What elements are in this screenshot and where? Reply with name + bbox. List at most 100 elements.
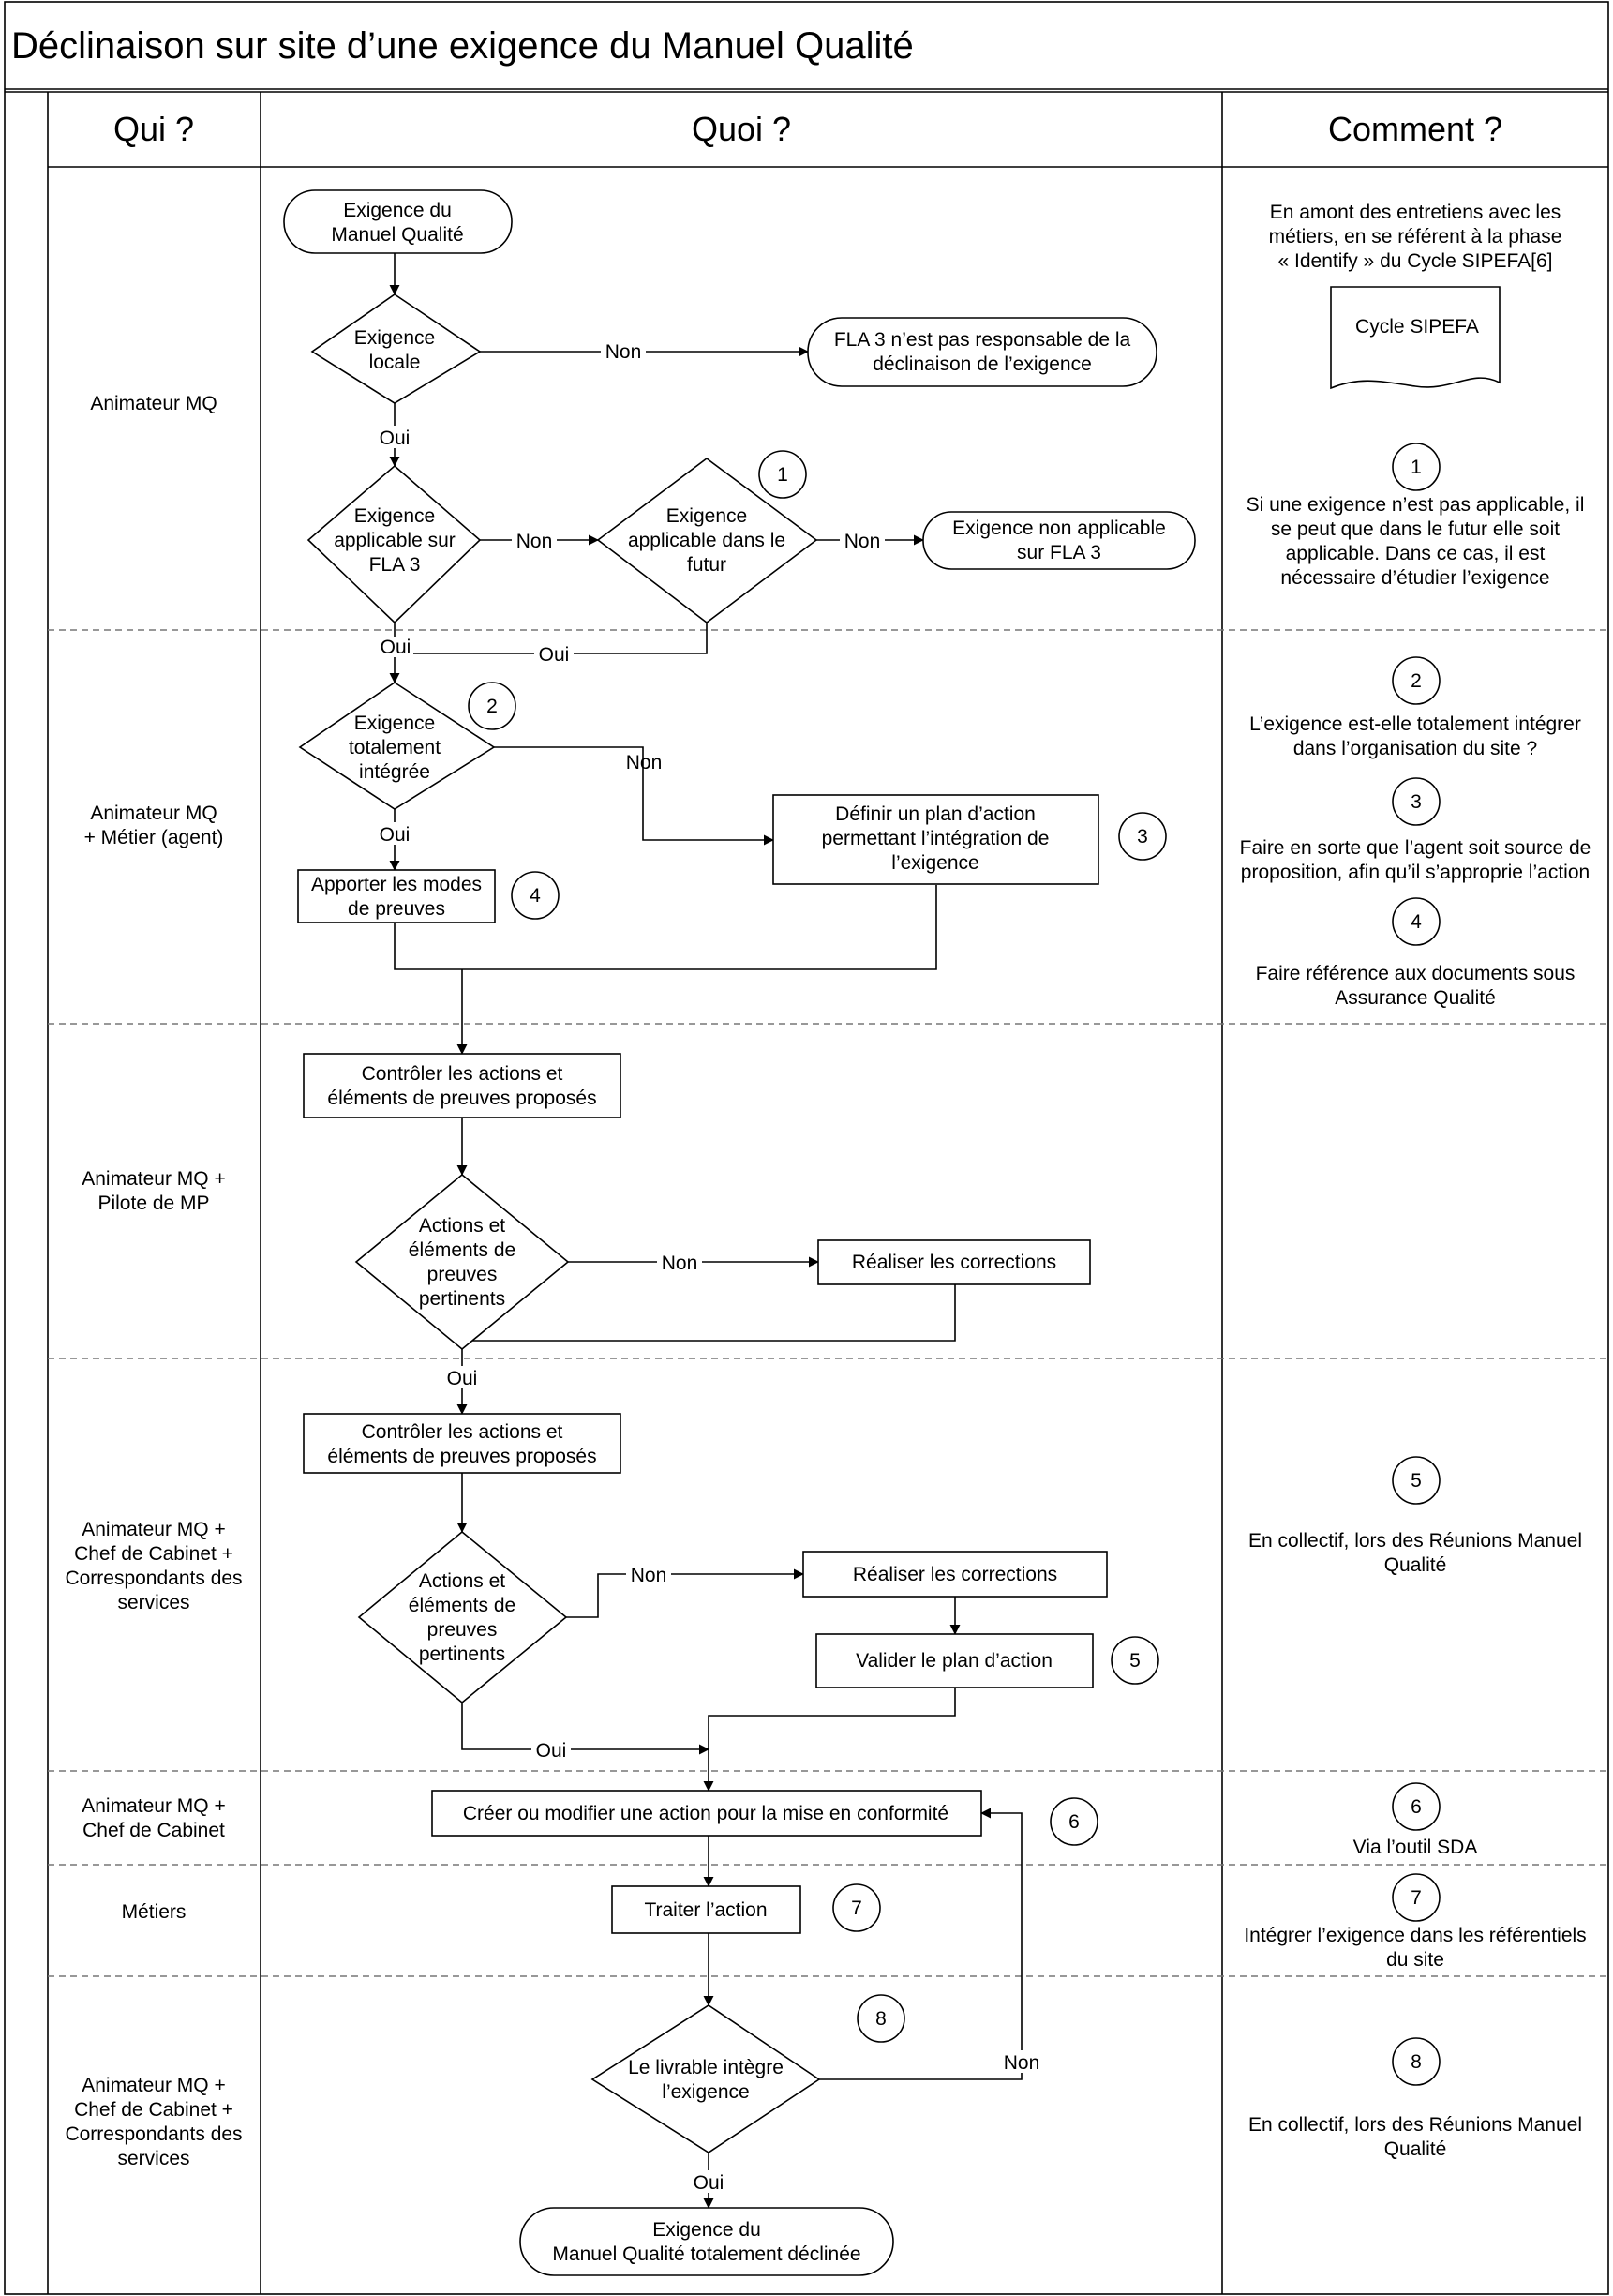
- text-line: Exigence: [666, 505, 747, 527]
- lane-label: Animateur MQ +Pilote de MP: [82, 1168, 225, 1214]
- edge-labels: Non Oui Non Non Oui Oui Non Oui Non Oui …: [376, 339, 1044, 2194]
- text-line: éléments de preuves proposés: [327, 1088, 596, 1109]
- edge-label-oui: Oui: [381, 637, 411, 658]
- process-create-action: Créer ou modifier une action pour la mis…: [431, 1790, 982, 1837]
- edge-label-non: Non: [662, 1253, 698, 1274]
- text-line: Contrôler les actions et: [362, 1063, 563, 1085]
- text-line: éléments de preuves proposés: [327, 1446, 596, 1467]
- text-line: « Identify » du Cycle SIPEFA[6]: [1278, 250, 1553, 272]
- comment-1: Si une exigence n’est pas applicable, il…: [1247, 494, 1585, 589]
- text-line: sur FLA 3: [1017, 542, 1101, 563]
- edge-label-oui: Oui: [539, 644, 570, 666]
- step-marker: 5: [1129, 1650, 1141, 1672]
- edge-label-non: Non: [626, 752, 663, 773]
- process-create-action-label: Créer ou modifier une action pour la mis…: [463, 1803, 948, 1824]
- comment-7: Intégrer l’exigence dans les référentiel…: [1244, 1925, 1586, 1971]
- process-control-1-label: Contrôler les actions et éléments de preu…: [327, 1063, 596, 1109]
- text-line: Pilote de MP: [97, 1193, 209, 1214]
- text-line: L’exigence est-elle totalement intégrer: [1249, 713, 1581, 735]
- text-line: éléments de: [409, 1595, 515, 1616]
- flow-arrow: [461, 1703, 709, 1755]
- process-corrections-1: Réaliser les corrections: [817, 1239, 1091, 1285]
- text-line: Animateur MQ +: [82, 1519, 225, 1540]
- text-line: Qualité: [1384, 2138, 1447, 2160]
- process-validate-label: Valider le plan d’action: [856, 1650, 1053, 1672]
- text-line: Chef de Cabinet +: [74, 1543, 233, 1565]
- text-line: En collectif, lors des Réunions Manuel: [1248, 1530, 1582, 1552]
- edge-label-non: Non: [605, 341, 642, 363]
- text-line: Actions et: [419, 1215, 505, 1237]
- text-line: FLA 3 n’est pas responsable de la: [834, 329, 1131, 351]
- lane-label: Animateur MQ: [90, 393, 217, 414]
- text-line: En amont des entretiens avec les: [1270, 202, 1561, 223]
- text-line: Exigence: [354, 327, 435, 349]
- text-line: l’exigence: [662, 2081, 749, 2103]
- text-line: Chef de Cabinet +: [74, 2099, 233, 2121]
- text-line: FLA 3: [369, 554, 421, 576]
- text-line: Animateur MQ +: [82, 2075, 225, 2096]
- step-marker: 7: [851, 1898, 862, 1919]
- text-line: Exigence: [354, 713, 435, 734]
- terminal-not-applicable-label: Exigence non applicable sur FLA 3: [952, 518, 1166, 563]
- comment-3: Faire en sorte que l’agent soit source d…: [1240, 837, 1591, 883]
- lane-label: Métiers: [122, 1901, 187, 1923]
- text-line: Exigence: [354, 505, 435, 527]
- text-line: Animateur MQ +: [82, 1795, 225, 1817]
- comment-marker: 2: [1411, 670, 1422, 692]
- text-line: Réaliser les corrections: [852, 1252, 1056, 1273]
- text-line: Valider le plan d’action: [856, 1650, 1053, 1672]
- text-line: Manuel Qualité totalement déclinée: [552, 2243, 860, 2265]
- terminal-not-applicable: Exigence non applicable sur FLA 3: [922, 511, 1196, 570]
- edge-label-oui: Oui: [447, 1368, 478, 1389]
- text-line: Métiers: [122, 1901, 187, 1923]
- step-marker: 1: [777, 464, 788, 486]
- text-line: intégrée: [359, 761, 430, 783]
- text-line: déclinaison de l’exigence: [873, 353, 1092, 375]
- text-line: du site: [1386, 1949, 1444, 1971]
- text-line: Actions et: [419, 1570, 505, 1592]
- edge-label-non: Non: [1004, 2052, 1040, 2074]
- document-cycle-sipefa: Cycle SIPEFA: [1330, 286, 1501, 390]
- process-control-1: Contrôler les actions et éléments de preu…: [303, 1053, 621, 1118]
- process-treat-action: Traiter l’action: [611, 1885, 801, 1934]
- text-line: Via l’outil SDA: [1353, 1837, 1478, 1858]
- text-line: + Métier (agent): [84, 827, 224, 848]
- text-line: proposition, afin qu’il s’approprie l’ac…: [1241, 862, 1590, 883]
- text-line: Intégrer l’exigence dans les référentiel…: [1244, 1925, 1586, 1946]
- text-line: Traiter l’action: [644, 1899, 767, 1921]
- process-validate: Valider le plan d’action: [815, 1633, 1094, 1688]
- edge-label-non: Non: [631, 1565, 667, 1586]
- document-cycle-sipefa-label: Cycle SIPEFA: [1355, 316, 1479, 338]
- step-marker: 2: [486, 696, 498, 717]
- text-line: pertinents: [419, 1288, 505, 1310]
- edge-label-oui: Oui: [694, 2172, 724, 2194]
- step-marker: 3: [1137, 826, 1148, 848]
- text-line: Faire en sorte que l’agent soit source d…: [1240, 837, 1591, 859]
- step-marker: 4: [530, 885, 541, 907]
- text-line: Animateur MQ: [90, 393, 217, 414]
- text-line: Exigence non applicable: [952, 518, 1166, 539]
- lane-label: Animateur MQ +Chef de Cabinet: [82, 1795, 225, 1841]
- comment-marker: 6: [1411, 1796, 1422, 1818]
- lane-label: Animateur MQ+ Métier (agent): [84, 803, 224, 848]
- text-line: Correspondants des: [65, 2123, 242, 2145]
- column-header-what: Quoi ?: [692, 110, 791, 148]
- page-title: Déclinaison sur site d’une exigence du M…: [11, 25, 914, 67]
- table-frame: [4, 1, 1609, 2295]
- text-line: nécessaire d’étudier l’exigence: [1280, 567, 1549, 589]
- lane-label: Animateur MQ +Chef de Cabinet +Correspon…: [65, 1519, 242, 1613]
